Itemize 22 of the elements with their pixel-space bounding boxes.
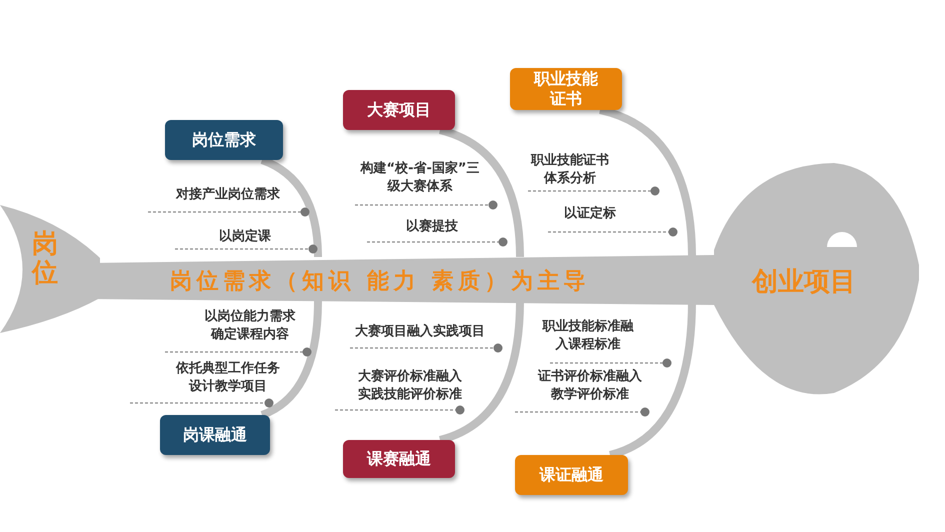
cause-text: 构建“校-省-国家”三级大赛体系 [359, 160, 480, 196]
cause-text: 对接产业岗位需求 [176, 186, 280, 204]
cause-text: 证书评价标准融入教学评价标准 [536, 368, 643, 404]
category-box: 岗课融通 [160, 415, 270, 455]
cause-text: 以岗位能力需求确定课程内容 [204, 308, 296, 344]
category-box: 岗位需求 [165, 120, 283, 160]
cause-text: 以岗定课 [219, 228, 271, 246]
cause-text: 以赛提技 [406, 218, 458, 236]
cause-text: 依托典型工作任务设计教学项目 [174, 360, 281, 396]
fish-bone [260, 300, 322, 419]
category-box: 大赛项目 [343, 90, 455, 130]
head-label: 创业项目 [752, 266, 856, 299]
cause-text: 大赛评价标准融入实践技能评价标准 [357, 368, 463, 404]
category-box: 职业技能证书 [510, 68, 622, 110]
spine-title: 岗位需求（知识 能力 素质）为主导 [170, 268, 590, 296]
category-box: 课证融通 [515, 455, 628, 495]
category-box: 课赛融通 [343, 440, 455, 478]
cause-text: 以证定标 [564, 205, 616, 223]
cause-text: 职业技能标准融入课程标准 [541, 318, 634, 354]
tail-label: 岗位 [32, 230, 58, 288]
cause-text: 职业技能证书体系分析 [530, 152, 610, 188]
cause-text: 大赛项目融入实践项目 [355, 323, 485, 341]
